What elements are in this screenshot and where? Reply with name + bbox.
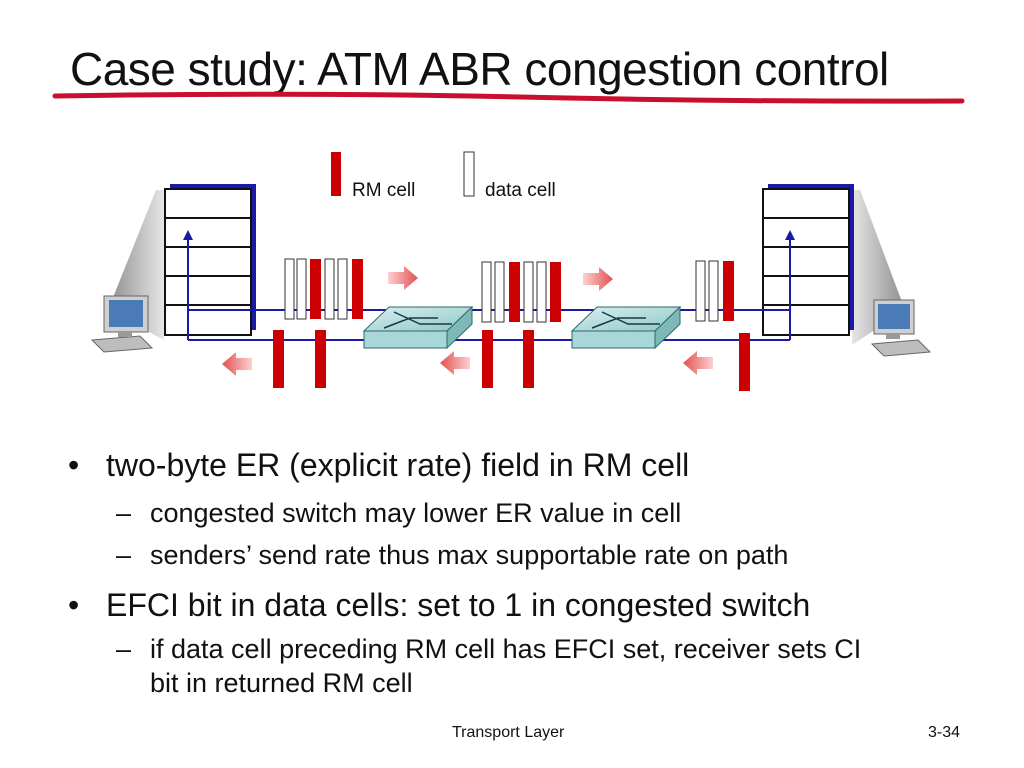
- forward-cells-group-2: [481, 261, 561, 323]
- computer-icon-right: [870, 299, 932, 357]
- sub-bullet-text: if data cell preceding RM cell has EFCI …: [150, 634, 862, 698]
- bullet-text: EFCI bit in data cells: set to 1 in cong…: [106, 587, 811, 623]
- legend-data-cell-label: data cell: [485, 180, 556, 201]
- bullet-text: two-byte ER (explicit rate) field in RM …: [106, 447, 690, 483]
- switch-right: [570, 305, 682, 350]
- page-number: 3-34: [928, 724, 961, 741]
- forward-cells-group-1: [284, 258, 363, 320]
- return-arrow-icons: [222, 351, 713, 376]
- switch-left: [362, 305, 474, 350]
- dash-icon: –: [116, 498, 132, 528]
- legend-rm-cell-swatch: [331, 152, 341, 196]
- bullet-list: • two-byte ER (explicit rate) field in R…: [60, 444, 960, 708]
- footer-center: Transport Layer: [452, 724, 565, 741]
- forward-arrow-icons: [388, 266, 613, 291]
- legend-data-cell-swatch: [463, 151, 475, 197]
- forward-cells-group-3: [695, 260, 734, 322]
- bullet-dot-icon: •: [68, 587, 80, 623]
- sub-bullet-text: senders’ send rate thus max supportable …: [150, 540, 789, 570]
- title-underline: [52, 91, 965, 104]
- sub-bullet-item: – senders’ send rate thus max supportabl…: [60, 538, 960, 572]
- bullet-item: • two-byte ER (explicit rate) field in R…: [60, 444, 960, 486]
- network-diagram: [90, 151, 932, 391]
- slide-title: Case study: ATM ABR congestion control: [70, 43, 889, 95]
- computer-icon-left: [90, 295, 154, 353]
- bullet-dot-icon: •: [68, 447, 80, 483]
- sub-bullet-item: – congested switch may lower ER value in…: [60, 496, 960, 530]
- dash-icon: –: [116, 540, 132, 570]
- sub-bullet-text: congested switch may lower ER value in c…: [150, 498, 682, 528]
- bullet-item: • EFCI bit in data cells: set to 1 in co…: [60, 584, 960, 626]
- legend-rm-cell-label: RM cell: [352, 180, 416, 201]
- sub-bullet-item: – if data cell preceding RM cell has EFC…: [60, 632, 890, 700]
- return-rm-cells: [273, 330, 750, 391]
- dash-icon: –: [116, 634, 132, 664]
